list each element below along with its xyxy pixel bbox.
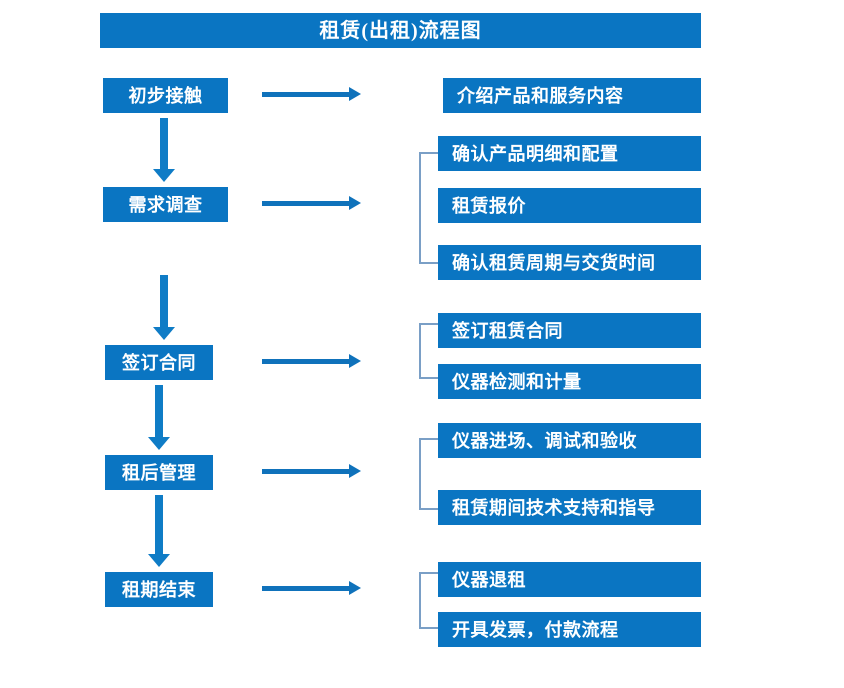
detail-box-3-1[interactable]: 签订租赁合同: [438, 313, 701, 348]
stage-box-3[interactable]: 签订合同: [105, 345, 213, 380]
detail-box-4-2[interactable]: 租赁期间技术支持和指导: [438, 490, 701, 525]
vertical-arrow-3: [148, 385, 170, 450]
bracket-group-5: [419, 572, 438, 629]
detail-box-5-2[interactable]: 开具发票，付款流程: [438, 612, 701, 647]
horizontal-arrow-5: [262, 579, 361, 599]
horizontal-arrow-4: [262, 462, 361, 482]
detail-box-2-3[interactable]: 确认租赁周期与交货时间: [438, 245, 701, 280]
vertical-arrow-1: [153, 118, 175, 182]
horizontal-arrow-3: [262, 352, 361, 372]
horizontal-arrow-1: [262, 85, 361, 105]
diagram-title: 租赁(出租)流程图: [100, 13, 701, 48]
stage-box-1[interactable]: 初步接触: [103, 78, 228, 113]
detail-box-5-1[interactable]: 仪器退租: [438, 562, 701, 597]
bracket-group-4: [419, 438, 438, 510]
horizontal-arrow-2: [262, 194, 361, 214]
bracket-group-3: [419, 323, 438, 379]
vertical-arrow-2: [153, 275, 175, 340]
stage-box-5[interactable]: 租期结束: [105, 572, 213, 607]
detail-box-4-1[interactable]: 仪器进场、调试和验收: [438, 423, 701, 458]
bracket-group-2: [419, 152, 438, 264]
detail-box-1-1[interactable]: 介绍产品和服务内容: [443, 78, 701, 113]
stage-box-4[interactable]: 租后管理: [105, 455, 213, 490]
vertical-arrow-4: [148, 495, 170, 567]
detail-box-2-2[interactable]: 租赁报价: [438, 188, 701, 223]
detail-box-2-1[interactable]: 确认产品明细和配置: [438, 136, 701, 171]
detail-box-3-2[interactable]: 仪器检测和计量: [438, 364, 701, 399]
stage-box-2[interactable]: 需求调查: [103, 187, 228, 222]
